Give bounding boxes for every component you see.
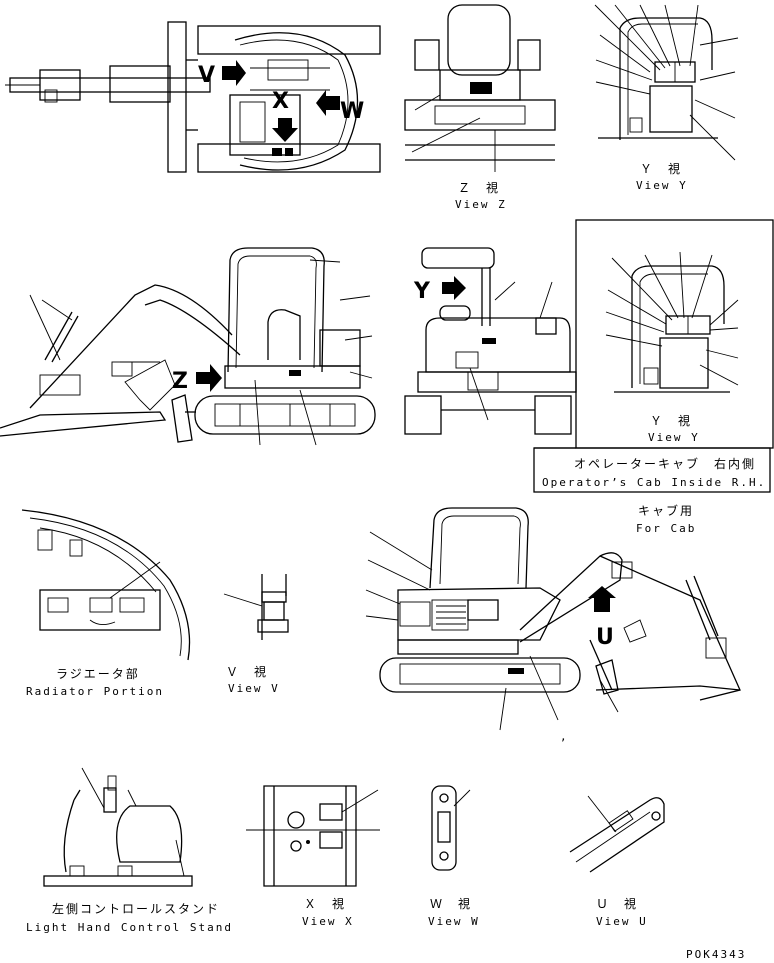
left-control-stand: 左側コントロールスタンド Light Hand Control Stand: [26, 767, 233, 934]
view-w-title-en: View W: [428, 915, 480, 928]
view-w: Ｗ 視 View W: [428, 785, 480, 928]
view-u-title-en: View U: [596, 915, 648, 928]
cab-inside-box: Ｙ 視 View Y オペレーターキャブ 右内側 Operator’s Cab …: [533, 219, 774, 493]
view-u-title-jp: Ｕ 視: [596, 896, 638, 911]
view-z-title-jp: Ｚ 視: [458, 180, 500, 195]
view-y-top-title-en: View Y: [636, 179, 688, 192]
stray-comma: ,: [560, 730, 569, 743]
view-v-title-en: View V: [228, 682, 280, 695]
view-z-seat: Ｚ 視 View Z: [404, 4, 556, 211]
view-w-title-jp: Ｗ 視: [430, 896, 472, 911]
cab-inside-title-en: Operator’s Cab Inside R.H.: [542, 476, 766, 489]
side-view-cab-machine: U ,: [365, 507, 741, 743]
radiator-portion: ラジエータ部 Radiator Portion: [21, 509, 191, 698]
radiator-title-jp: ラジエータ部: [56, 666, 140, 681]
engine-vent: [436, 605, 466, 625]
callout-z: Z: [172, 369, 188, 394]
view-x-title-jp: Ｘ 視: [304, 896, 346, 911]
view-u: Ｕ 視 View U: [569, 795, 665, 928]
view-x: Ｘ 視 View X: [246, 785, 380, 928]
callout-u: U: [596, 625, 614, 650]
top-view-machine: V X W: [5, 21, 381, 173]
drawing-number: POK4343: [686, 948, 746, 961]
view-y-cab-title-jp: Ｙ 視: [650, 413, 692, 428]
view-x-title-en: View X: [302, 915, 354, 928]
stand-title-en: Light Hand Control Stand: [26, 921, 233, 934]
side-view-machine: Z: [0, 247, 376, 446]
stand-title-jp: 左側コントロールスタンド: [52, 901, 220, 916]
for-cab-title-en: For Cab: [636, 522, 696, 535]
callout-y: Y: [413, 279, 431, 304]
view-y-top: Ｙ 視 View Y: [594, 4, 739, 192]
radiator-title-en: Radiator Portion: [26, 685, 164, 698]
callout-x: X: [272, 89, 289, 114]
view-v: Ｖ 視 View V: [223, 574, 289, 695]
view-z-title-en: View Z: [455, 198, 507, 211]
view-y-cab-title-en: View Y: [648, 431, 700, 444]
cab-inside-title-jp: オペレーターキャブ 右内側: [574, 456, 756, 471]
rear-view-machine: Y: [404, 247, 577, 435]
view-v-title-jp: Ｖ 視: [226, 664, 268, 679]
callout-v: V: [198, 63, 215, 88]
view-y-top-title-jp: Ｙ 視: [640, 161, 682, 176]
for-cab-title-jp: キャブ用: [638, 503, 694, 518]
callout-w: W: [340, 99, 364, 124]
